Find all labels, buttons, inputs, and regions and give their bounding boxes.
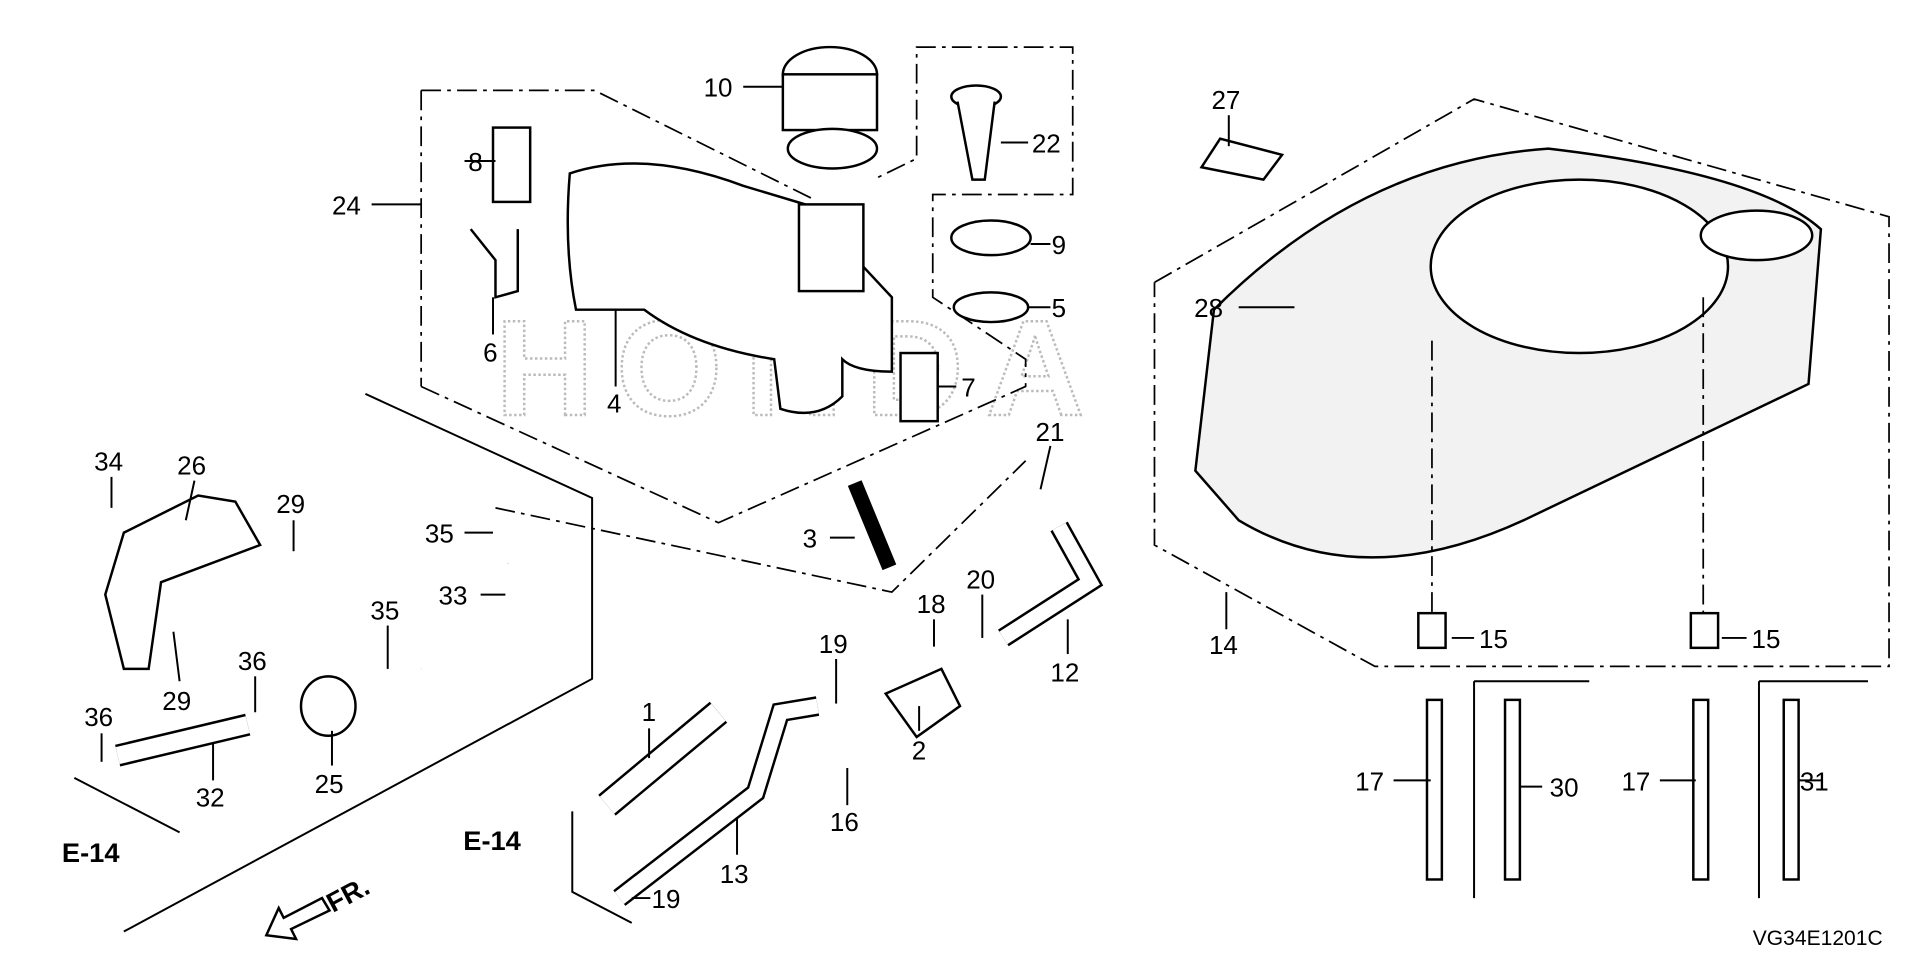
label-12: 12 [1050,657,1079,687]
label-6: 6 [483,338,497,368]
label-35: 35 [425,519,454,549]
label-21: 21 [1036,417,1065,447]
label-29: 29 [162,686,191,716]
label-24: 24 [332,190,361,220]
label-34: 34 [94,447,123,477]
label-3: 3 [803,524,817,554]
label-25: 25 [315,769,344,799]
fuel-tank [566,162,894,415]
label-18: 18 [917,589,946,619]
label-20: 20 [966,564,995,594]
label-28: 28 [1194,293,1223,323]
part-labels: 10 22 8 24 9 5 6 28 27 4 7 21 34 26 29 3… [84,73,1829,914]
front-arrow-icon [264,896,332,941]
label-27: 27 [1211,85,1240,115]
label-7: 7 [961,372,975,402]
fuel-cap [781,45,879,170]
label-33: 33 [439,580,468,610]
bracket-26 [104,494,262,671]
reference-e14-left[interactable]: E-14 [62,837,120,868]
label-17: 17 [1355,766,1384,796]
label-30: 30 [1550,772,1579,802]
label-36: 36 [238,646,267,676]
label-13: 13 [720,859,749,889]
clips [469,126,939,423]
label-36: 36 [84,702,113,732]
label-4: 4 [607,388,621,418]
label-19: 19 [819,629,848,659]
clip-27 [1199,137,1285,181]
label-29: 29 [276,489,305,519]
label-35: 35 [370,595,399,625]
label-15: 15 [1479,624,1508,654]
fuel-valves [299,667,962,739]
label-17: 17 [1621,766,1650,796]
label-26: 26 [177,450,206,480]
label-9: 9 [1052,230,1066,260]
label-8: 8 [468,147,482,177]
label-32: 32 [196,782,225,812]
bolts [1417,297,1800,881]
label-1: 1 [642,697,656,727]
strainer [950,84,1003,181]
group-boundaries [73,46,1890,933]
label-5: 5 [1052,293,1066,323]
tank-nut [950,219,1032,324]
label-19: 19 [652,884,681,914]
label-10: 10 [704,73,733,103]
label-16: 16 [830,807,859,837]
label-14: 14 [1209,630,1238,660]
label-31: 31 [1800,766,1829,796]
label-22: 22 [1032,128,1061,158]
diagram-code: VG34E1201C [1753,927,1883,950]
label-15: 15 [1752,624,1781,654]
reference-e14-middle[interactable]: E-14 [463,825,521,856]
shroud [1194,147,1823,559]
hoses [115,480,1104,906]
label-2: 2 [912,735,926,765]
leader-lines [100,85,1821,900]
